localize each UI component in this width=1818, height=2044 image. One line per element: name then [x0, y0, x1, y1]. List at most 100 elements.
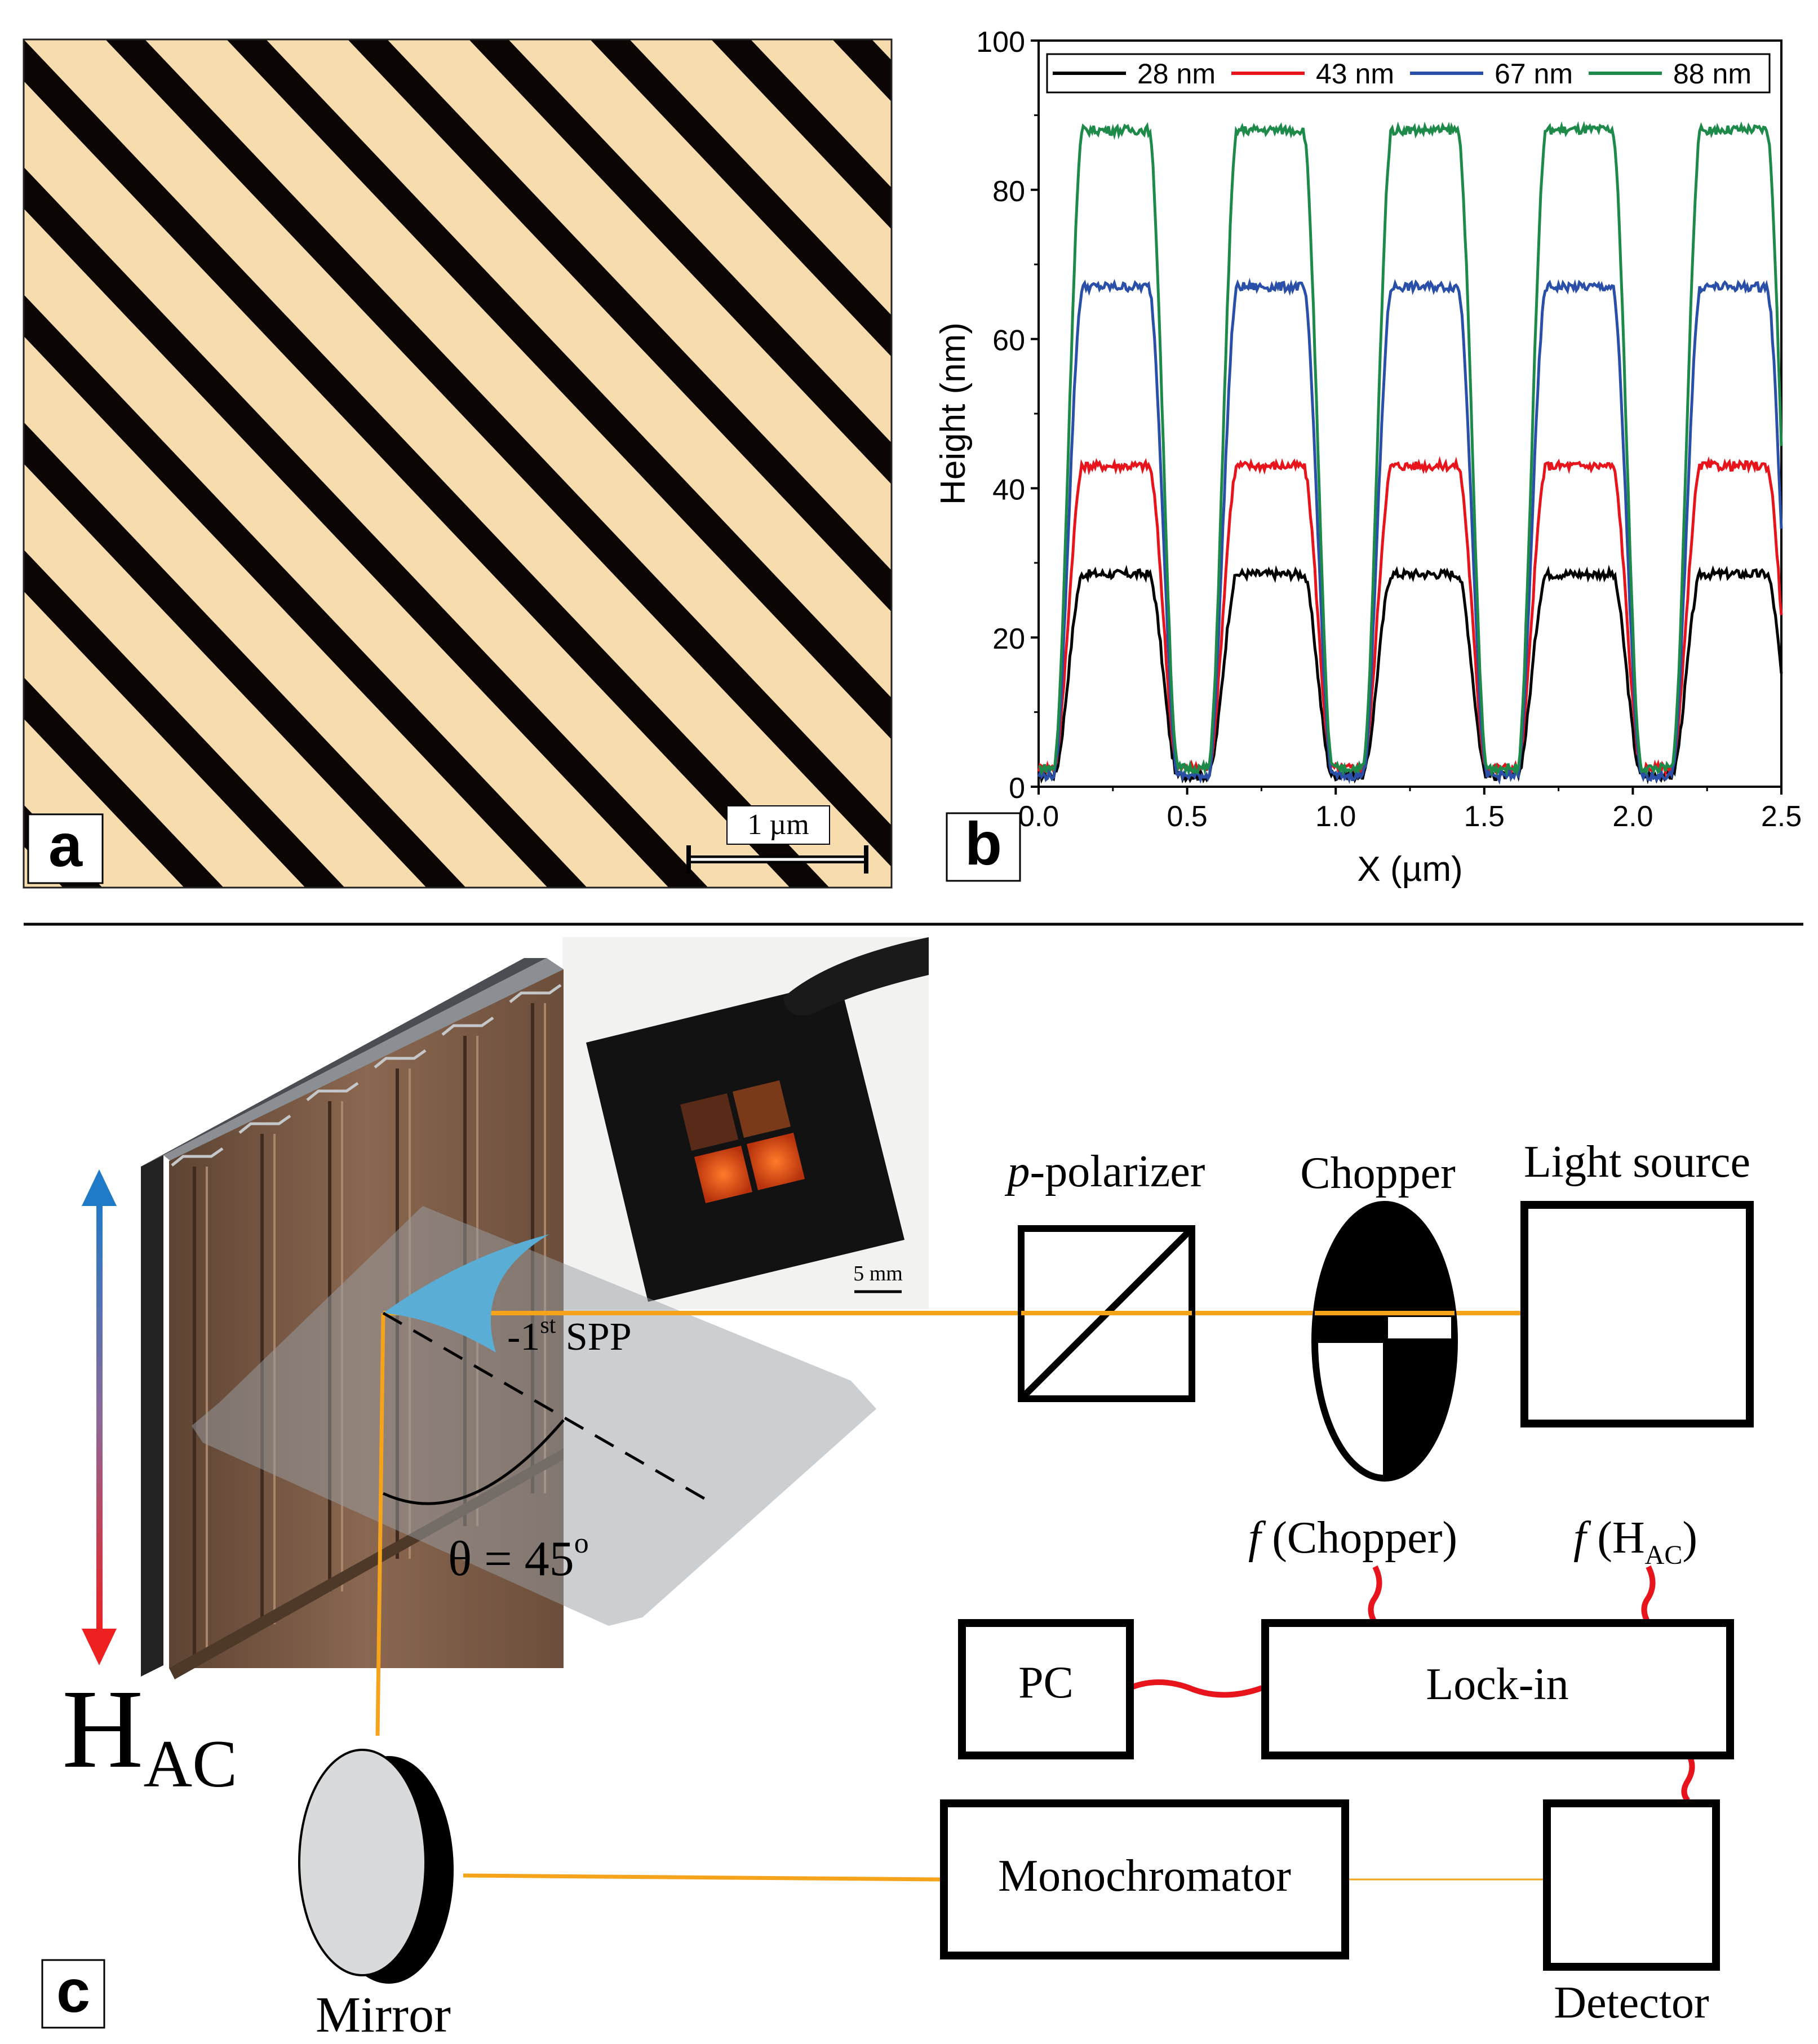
- monochromator-box: [940, 1799, 1349, 1959]
- afm-stripe-light: [24, 591, 305, 888]
- afm-stripe-light: [387, 39, 892, 571]
- groove-top-edge: [509, 983, 562, 1003]
- light-source-box: [1520, 1201, 1754, 1427]
- mirror-face: [298, 1749, 427, 1976]
- legend-label: 43 nm: [1316, 58, 1394, 90]
- pc-label: PC: [1018, 1658, 1074, 1708]
- y-tick-label: 40: [992, 473, 1025, 506]
- afm-stripe-light: [24, 336, 548, 888]
- incidence-plane: [192, 1206, 876, 1626]
- y-tick-label: 0: [1009, 772, 1025, 805]
- profile-line-67-nm: [1037, 277, 1783, 786]
- y-tick-label: 60: [992, 325, 1025, 357]
- cable-pc-lockin: [1129, 1679, 1263, 1698]
- groove-top-edge: [374, 1049, 427, 1068]
- grating-squares: [680, 1080, 805, 1203]
- chopper: [1311, 1201, 1458, 1482]
- afm-stripe-light: [751, 39, 892, 188]
- x-tick-label: 2.5: [1761, 800, 1802, 833]
- afm-stripe-light: [266, 39, 892, 698]
- mirror-label: Mirror: [316, 1987, 451, 2043]
- f-hac-label: f (HAC): [1573, 1513, 1697, 1570]
- lockin-label: Lock-in: [1426, 1660, 1568, 1709]
- afm-image-frame: [23, 38, 893, 889]
- x-tick-label: 1.0: [1315, 800, 1356, 833]
- legend: 28 nm 43 nm 67 nm 88 nm: [1046, 53, 1771, 94]
- afm-stripe-light: [145, 39, 892, 826]
- polarizer-label: p-polarizer: [1005, 1147, 1205, 1196]
- light-source-label: Light source: [1524, 1137, 1750, 1187]
- legend-label: 88 nm: [1673, 58, 1752, 90]
- chopper-label: Chopper: [1300, 1149, 1456, 1198]
- afm-stripe-light: [24, 81, 790, 888]
- mirror: [298, 1749, 454, 1984]
- spp-label: -1st SPP: [507, 1313, 632, 1359]
- inset-scale-label: 5 mm: [853, 1262, 903, 1285]
- profile-line-43-nm: [1037, 456, 1783, 778]
- sample-chip: [586, 981, 904, 1302]
- panel-c-label: c: [56, 1957, 90, 2025]
- panel-c-label-box: [41, 1959, 105, 2029]
- plot-area: [1037, 39, 1782, 788]
- scale-bar-label: 1 µm: [747, 809, 809, 841]
- profile-line-88-nm: [1038, 121, 1783, 777]
- angle-arc: [382, 1419, 565, 1505]
- hac-label: HAC: [62, 1667, 237, 1801]
- groove-top-edge: [306, 1081, 359, 1101]
- y-axis-label: Height (nm): [934, 322, 973, 505]
- legend-label: 28 nm: [1137, 58, 1216, 90]
- panel-a: 1 µm a: [23, 38, 893, 889]
- x-axis-label: X (µm): [1357, 850, 1462, 889]
- panel-b-label-box: [946, 812, 1021, 882]
- detector-label: Detector: [1554, 1978, 1709, 2028]
- hac-arrow: [82, 1169, 117, 1665]
- cables: [1129, 1565, 1695, 1803]
- monochromator-label: Monochromator: [998, 1851, 1291, 1901]
- mirror-to-mono-beam: [463, 1873, 942, 1882]
- x-tick-label: 2.0: [1612, 800, 1653, 833]
- afm-stripe-light: [629, 39, 892, 316]
- x-tick-label: 0.0: [1018, 800, 1059, 833]
- film-top: [163, 958, 564, 1167]
- groove-top-edge: [238, 1114, 291, 1134]
- panel-a-label: a: [48, 811, 83, 879]
- tweezer: [783, 937, 929, 1016]
- arrow-head-up: [82, 1169, 117, 1206]
- substrate-top: [141, 958, 547, 1167]
- x-tick-label: 1.5: [1464, 800, 1505, 833]
- x-tick-label: 0.5: [1167, 800, 1207, 833]
- afm-stripes: [24, 39, 892, 888]
- profile-curves: [1037, 121, 1783, 786]
- y-tick-label: 100: [976, 26, 1025, 59]
- cable-lockin-detector: [1681, 1751, 1695, 1803]
- arrow-head-down: [82, 1629, 117, 1665]
- afm-stripe-light: [508, 39, 892, 443]
- legend-label: 67 nm: [1495, 58, 1573, 90]
- grating-normal-dashed: [382, 1311, 711, 1504]
- panel-a-label-box: [27, 813, 104, 884]
- f-chopper-label: f (Chopper): [1248, 1513, 1457, 1563]
- sample-photo-inset: 5 mm: [562, 937, 929, 1309]
- cable-hac-lockin: [1641, 1565, 1656, 1625]
- y-tick-label: 20: [992, 623, 1025, 655]
- substrate-side: [141, 1155, 163, 1677]
- panel-c: 5 mm -1st SPP θ = 45o: [41, 937, 1754, 2043]
- afm-stripe-light: [24, 209, 669, 888]
- afm-stripe-light: [872, 39, 892, 60]
- angle-label: θ = 45o: [448, 1527, 589, 1586]
- spp-cone: [383, 1234, 549, 1353]
- afm-stripe-light: [24, 39, 892, 888]
- scale-bar-label-box: [726, 805, 830, 845]
- afm-scale-bar: 1 µm: [686, 805, 868, 874]
- groove-top-edge: [171, 1147, 224, 1167]
- pc-box: [958, 1619, 1134, 1759]
- cable-chopper-lockin: [1368, 1565, 1382, 1625]
- p-polarizer: [1018, 1225, 1195, 1402]
- x-axis: 0.0 0.5 1.0 1.5 2.0 2.5: [1018, 787, 1802, 833]
- groove-top-edge: [441, 1016, 494, 1036]
- reflected-beam: [375, 1313, 385, 1736]
